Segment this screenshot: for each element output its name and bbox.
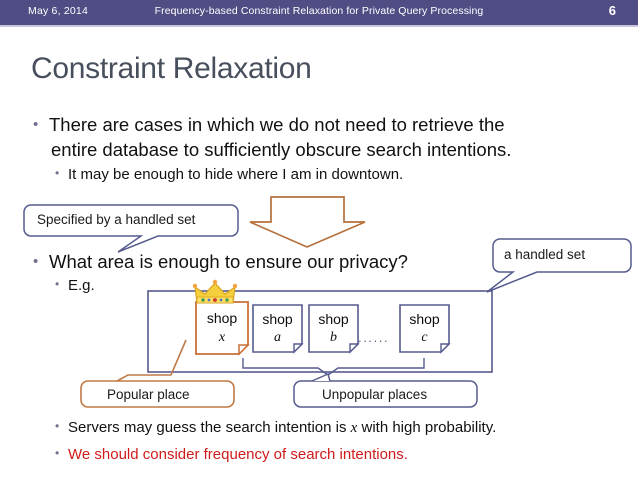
shop-a-sublabel: a [274, 330, 281, 345]
bullet-primary-2: • What area is enough to ensure our priva… [33, 251, 408, 273]
callout-handled-label: a handled set [504, 247, 586, 262]
header-title: Frequency-based Constraint Relaxation fo… [154, 5, 484, 17]
bullet-dot-icon: • [55, 277, 60, 291]
callout-popular-label: Popular place [107, 387, 190, 402]
bullet-dot-icon: • [33, 253, 39, 270]
crown-icon [192, 279, 238, 304]
down-arrow-icon [249, 196, 366, 248]
bullet-secondary-4: • We should consider frequency of search … [55, 446, 408, 463]
bullet-primary-1-line2: entire database to sufficiently obscure … [51, 139, 512, 160]
bullet-secondary-3: • Servers may guess the search intention … [55, 419, 496, 437]
callout-unpopular-shape [293, 380, 478, 408]
callout-popular-shape [80, 380, 235, 408]
shop-doc-c-fold [440, 343, 451, 354]
bullet-dot-icon: • [33, 116, 39, 133]
shop-x-sublabel: x [218, 330, 226, 345]
shop-doc-x-fold [238, 344, 250, 356]
shop-b-sublabel: b [330, 330, 337, 345]
callout-unpopular-tail [311, 372, 331, 382]
callout-popular-leader [116, 339, 187, 382]
bullet-primary-1-line1: There are cases in which we do not need … [49, 114, 505, 135]
callout-specified-label: Specified by a handled set [37, 212, 196, 227]
bullet-secondary-1-text: It may be enough to hide where I am in d… [68, 166, 404, 183]
bullet-secondary-2: • E.g. [55, 277, 95, 294]
shops-ellipsis: ...... [358, 330, 390, 345]
shop-b-label: shop [318, 311, 349, 327]
bullet-primary-1-cont: entire database to sufficiently obscure … [51, 139, 511, 161]
header-divider [0, 25, 638, 27]
bullet-secondary-4-text: We should consider frequency of search i… [68, 446, 408, 463]
bullet-secondary-3-pre: Servers may guess the search intention i… [68, 419, 351, 436]
shop-doc-a-fold [293, 343, 304, 354]
bullet-dot-icon: • [55, 166, 60, 180]
bullet-secondary-1: • It may be enough to hide where I am in … [55, 166, 403, 183]
callout-unpopular-label: Unpopular places [322, 387, 428, 402]
shop-x-label: shop [206, 310, 238, 326]
header-date: May 6, 2014 [28, 5, 88, 17]
bullet-primary-2-text: What area is enough to ensure our privac… [49, 251, 408, 272]
bullet-dot-icon: • [55, 446, 60, 460]
handled-set-rectangle [147, 290, 493, 373]
bullet-secondary-3-post: with high probability. [357, 419, 497, 436]
bullet-dot-icon: • [55, 419, 60, 433]
callout-specified-shape [23, 204, 239, 253]
bullet-secondary-2-text: E.g. [68, 277, 95, 294]
callout-handled-shape [486, 238, 632, 293]
slide-number: 6 [608, 3, 616, 18]
shop-doc-b-fold [349, 343, 360, 354]
bullet-secondary-3-var: x [350, 420, 358, 436]
shop-a-label: shop [262, 311, 293, 327]
bullet-primary-1: • There are cases in which we do not need… [33, 114, 505, 136]
page-title: Constraint Relaxation [31, 52, 312, 85]
shop-c-sublabel: c [421, 330, 428, 345]
shop-c-label: shop [409, 311, 440, 327]
slide-header-band [0, 0, 638, 25]
